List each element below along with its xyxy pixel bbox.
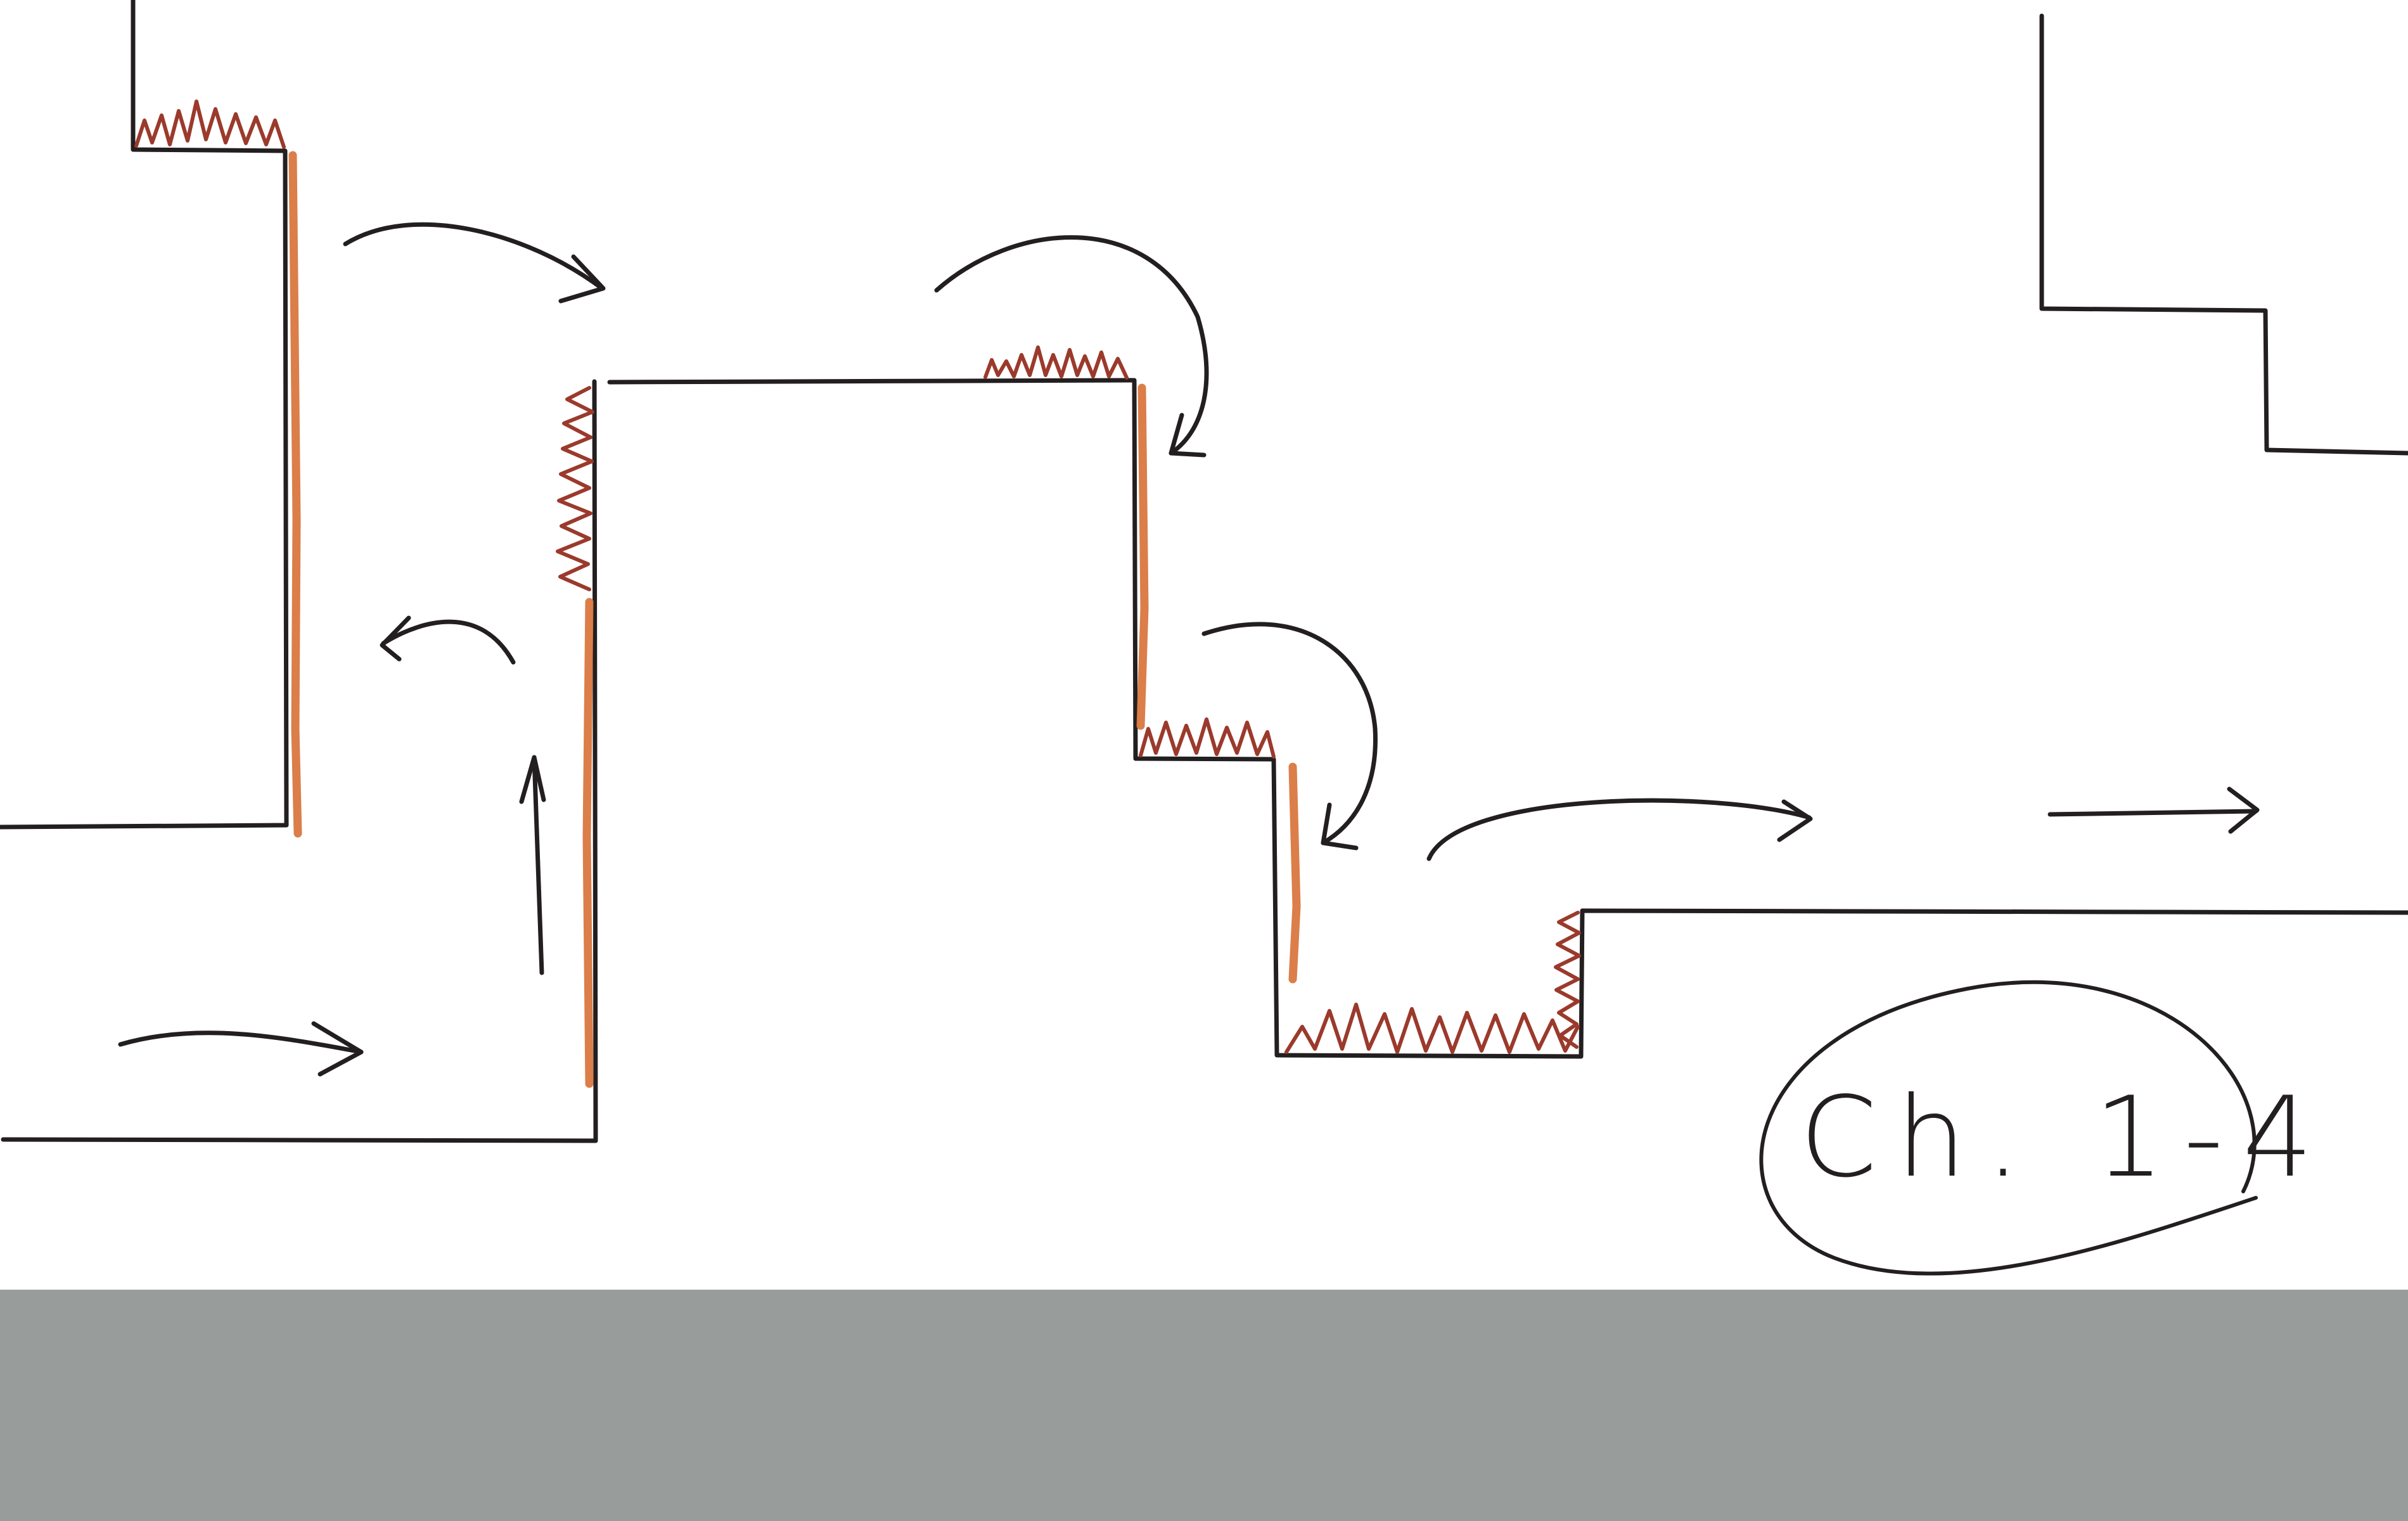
ground-band [0, 1290, 2408, 1521]
wall-slide-marker [1136, 383, 1149, 730]
arrow-icon [343, 222, 605, 291]
grass-tuft [1284, 1003, 1580, 1054]
arrow-icon [2047, 809, 2258, 817]
grass-tuft [134, 99, 286, 149]
arrow-icon [1201, 622, 1378, 845]
arrow-icon [532, 755, 544, 975]
arrow-icon [934, 235, 1209, 456]
grass-tuft [1139, 717, 1276, 759]
arrow-icon [519, 755, 546, 804]
wall-slide-marker [582, 598, 594, 1088]
right-staircase [2039, 13, 2408, 456]
wall-slide-marker [288, 151, 302, 838]
arrow-icon [311, 1021, 364, 1077]
central-block [607, 378, 2408, 1059]
arrow-icon [1321, 802, 1359, 850]
level-label-text: Ch. 1-4 [1800, 1074, 2332, 1202]
movement-arrows [118, 222, 2260, 1077]
grass-tufts [134, 99, 1581, 1054]
arrow-icon [1169, 413, 1207, 458]
arrow-icon [558, 254, 606, 304]
level-label: Ch. 1-4 [1759, 980, 2332, 1276]
wall-slide-markers [288, 151, 1301, 1088]
grass-tuft [556, 386, 594, 591]
lower-left-floor [1, 379, 598, 1143]
arrow-icon [1426, 798, 1812, 861]
arrow-icon [2227, 786, 2260, 834]
grass-tuft [983, 345, 1129, 380]
grass-tuft [1554, 911, 1581, 1049]
arrow-icon [1777, 799, 1813, 842]
arrow-icon [380, 615, 411, 662]
level-label-ellipse [1759, 980, 2258, 1276]
platform-outlines [0, 0, 2408, 1143]
arrow-icon [381, 619, 516, 665]
arrow-icon [118, 1030, 364, 1055]
wall-slide-marker [1288, 762, 1301, 984]
top-left-wall [0, 0, 289, 830]
